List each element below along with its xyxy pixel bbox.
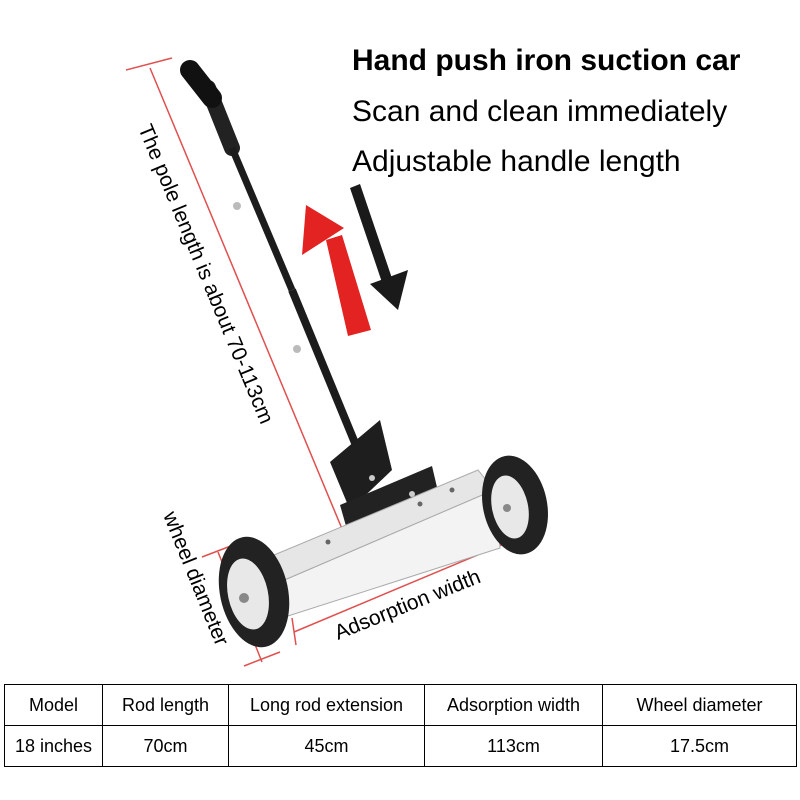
cell-long-rod-extension: 45cm (228, 725, 425, 767)
cell-model: 18 inches (4, 725, 103, 767)
pole-length-label: The pole length is about 70-113cm (133, 121, 277, 427)
headline-feature-scan: Scan and clean immediately (352, 95, 728, 128)
spec-table: Model Rod length Long rod extension Adso… (4, 684, 797, 767)
header-cell-wheel-diameter: Wheel diameter (602, 684, 797, 726)
extend-up-arrow-icon (302, 205, 371, 336)
header-cell-model: Model (4, 684, 103, 726)
table-row: 18 inches 70cm 45cm 113cm 17.5cm (4, 725, 797, 767)
left-wheel (218, 536, 290, 648)
headline-title: Hand push iron suction car (352, 44, 741, 77)
right-wheel (482, 455, 548, 555)
headline-feature-adjustable: Adjustable handle length (352, 145, 681, 178)
cell-rod-length: 70cm (102, 725, 229, 767)
spec-table-header-row: Model Rod length Long rod extension Adso… (4, 684, 797, 726)
cell-adsorption-width: 113cm (424, 725, 603, 767)
retract-down-arrow-icon (350, 184, 408, 310)
handle-pole (180, 60, 366, 462)
pole-length-dimension (125, 57, 373, 554)
header-cell-long-rod-extension: Long rod extension (228, 684, 425, 726)
header-cell-adsorption-width: Adsorption width (424, 684, 603, 726)
cell-wheel-diameter: 17.5cm (602, 725, 797, 767)
header-cell-rod-length: Rod length (102, 684, 229, 726)
product-illustration: The pole length is about 70-113cm wheel … (125, 57, 548, 667)
